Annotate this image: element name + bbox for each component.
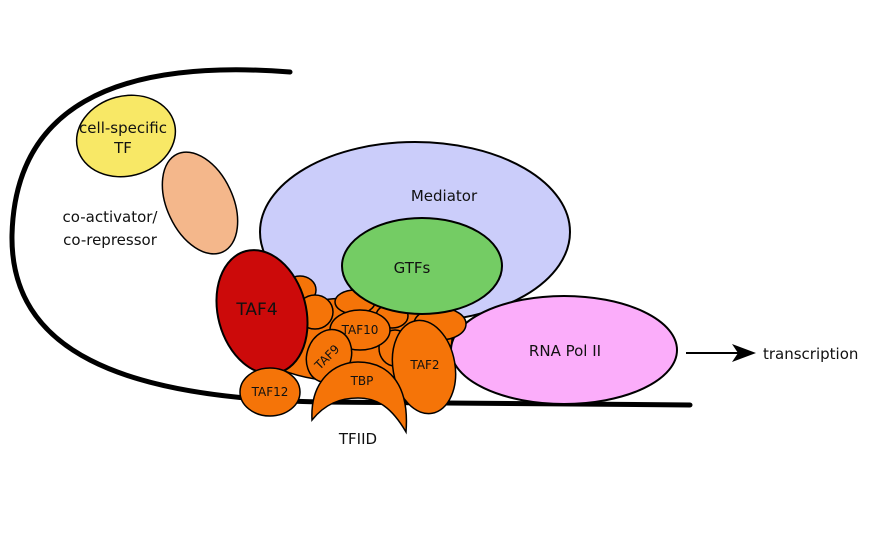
- tbp-subunit: [311, 361, 408, 435]
- cell-specific-tf: [75, 94, 177, 178]
- taf12-label: TAF12: [251, 385, 289, 399]
- coactivator-label-1: co-activator/: [63, 208, 159, 226]
- transcription-label: transcription: [763, 345, 858, 363]
- taf12-subunit: [239, 367, 301, 417]
- gtfs: [341, 217, 503, 315]
- taf2-subunit: [391, 319, 457, 415]
- mediator-label: Mediator: [411, 187, 478, 205]
- tbp-label: TBP: [350, 374, 374, 388]
- taf2-label: TAF2: [409, 358, 439, 372]
- dna-strand: [9, 67, 693, 408]
- taf4-label: TAF4: [235, 300, 277, 320]
- taf10-label: TAF10: [341, 323, 379, 337]
- transcription-arrow-head: [732, 344, 756, 362]
- tfiid-label: TFIID: [338, 430, 377, 448]
- gtfs-label: GTFs: [394, 259, 431, 277]
- coactivator-corepressor: [161, 151, 239, 255]
- coactivator-label-2: co-repressor: [63, 231, 158, 249]
- cell-specific-tf-label-2: TF: [113, 139, 132, 157]
- rna-pol-ii-label: RNA Pol II: [529, 342, 601, 360]
- cell-specific-tf-label-1: cell-specific: [79, 119, 167, 137]
